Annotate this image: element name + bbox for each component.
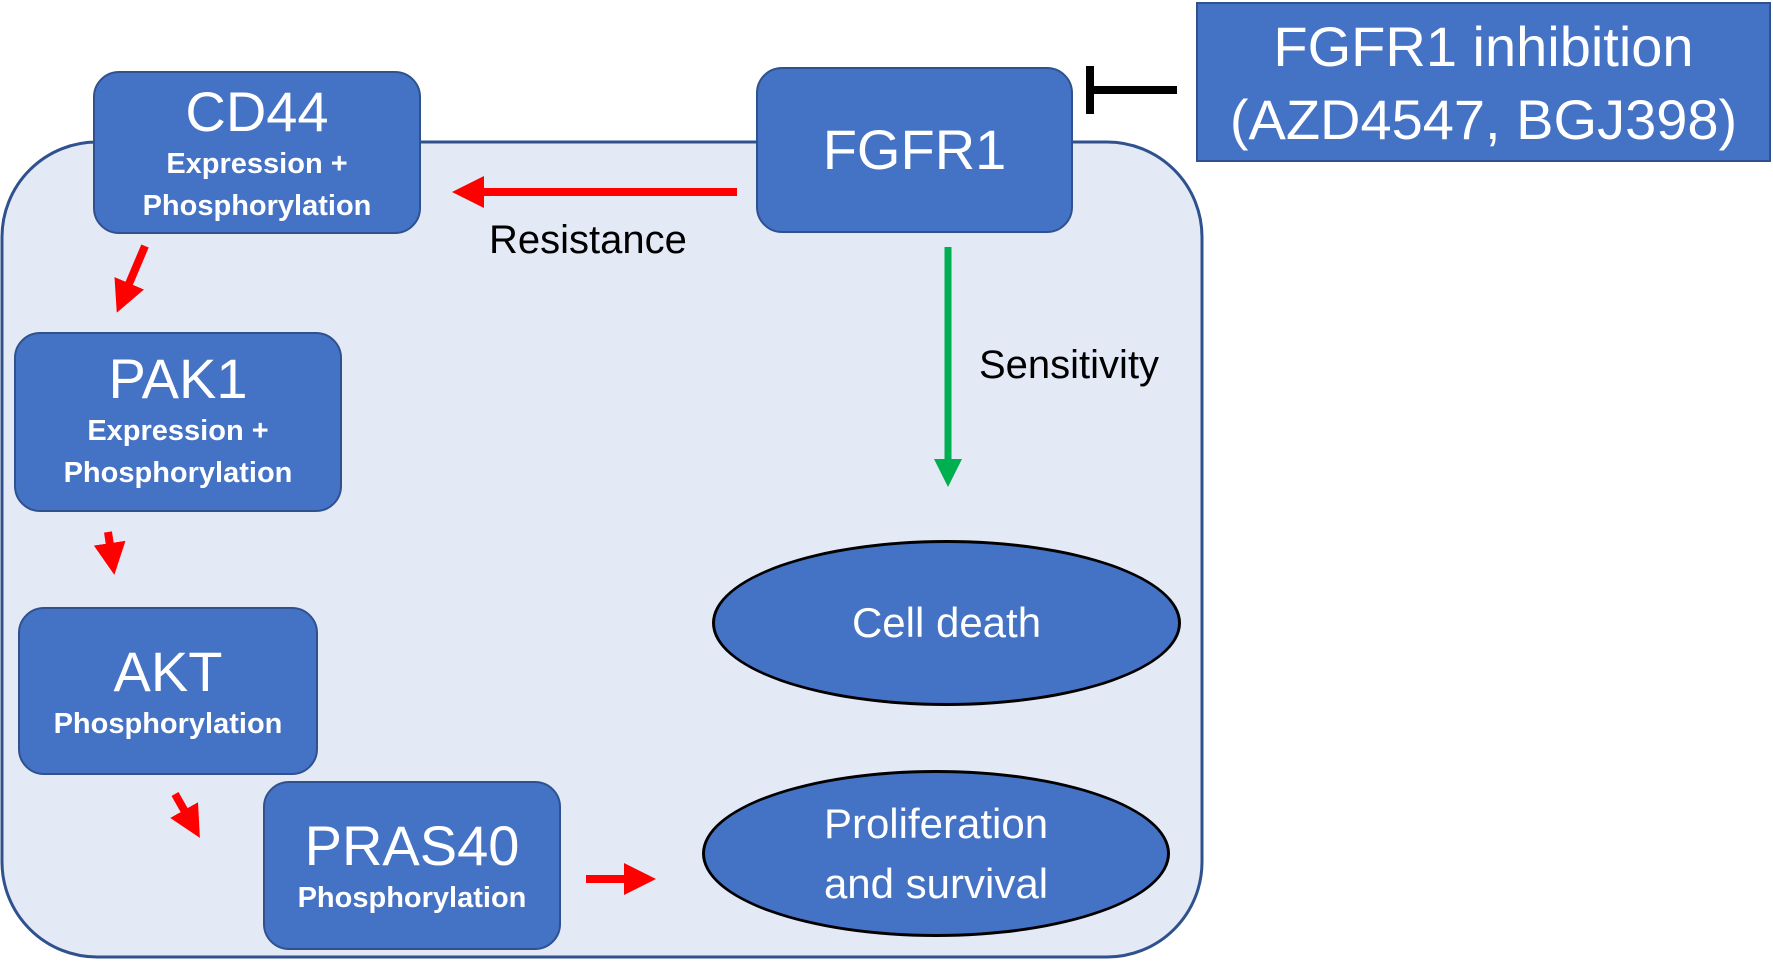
node-cd44-subtitle-2: Phosphorylation <box>142 190 372 222</box>
node-akt-title: AKT <box>113 640 223 703</box>
node-fgfr1: FGFR1 <box>756 67 1073 233</box>
node-cd44-title: CD44 <box>185 80 329 143</box>
node-pras40: PRAS40 Phosphorylation <box>263 781 561 950</box>
node-fgfr1-title: FGFR1 <box>822 118 1007 181</box>
node-pak1: PAK1 Expression + Phosphorylation <box>14 332 342 512</box>
node-pak1-title: PAK1 <box>108 347 248 410</box>
node-pak1-subtitle-2: Phosphorylation <box>63 457 293 489</box>
node-fgfr1-inhibition: FGFR1 inhibition (AZD4547, BGJ398) <box>1196 2 1771 162</box>
node-proliferation: Proliferation and survival <box>702 770 1170 937</box>
node-pras40-title: PRAS40 <box>304 814 520 877</box>
cell-death-label: Cell death <box>851 599 1042 646</box>
node-cd44-subtitle-1: Expression + <box>166 148 348 180</box>
node-cd44: CD44 Expression + Phosphorylation <box>93 71 421 234</box>
node-akt: AKT Phosphorylation <box>18 607 318 775</box>
node-cell-death: Cell death <box>712 540 1181 706</box>
inhibition-line-2: (AZD4547, BGJ398) <box>1229 88 1738 151</box>
node-akt-subtitle: Phosphorylation <box>53 708 283 740</box>
proliferation-line-2: and survival <box>823 859 1049 907</box>
label-sensitivity: Sensitivity <box>979 343 1160 387</box>
inhibition-line-1: FGFR1 inhibition <box>1273 15 1694 78</box>
arrow-pak1-to-akt <box>93 531 126 575</box>
proliferation-line-1: Proliferation <box>823 799 1049 847</box>
arrow-akt-to-pras40 <box>170 792 200 838</box>
node-pak1-subtitle-1: Expression + <box>87 415 269 447</box>
label-resistance: Resistance <box>489 218 687 262</box>
arrow-cd44-to-pak1 <box>114 244 149 313</box>
node-pras40-subtitle: Phosphorylation <box>297 882 527 914</box>
